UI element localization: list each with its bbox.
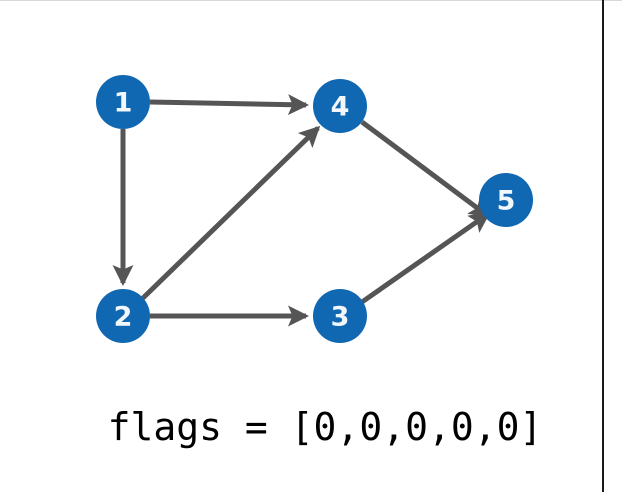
node-3[interactable]: 3	[313, 289, 367, 343]
edge-2-to-4	[141, 125, 321, 300]
node-3-label: 3	[331, 302, 350, 333]
node-1-circle[interactable]	[96, 75, 150, 129]
node-1[interactable]: 1	[96, 75, 150, 129]
node-2-label: 2	[114, 302, 133, 333]
node-2-circle[interactable]	[96, 289, 150, 343]
node-4-label: 4	[331, 92, 350, 123]
edge-4-to-5	[360, 119, 491, 219]
flags-caption: flags = [0,0,0,0,0]	[108, 405, 543, 449]
node-4-circle[interactable]	[313, 79, 367, 133]
node-4[interactable]: 4	[313, 79, 367, 133]
node-2[interactable]: 2	[96, 289, 150, 343]
node-5-label: 5	[497, 186, 516, 217]
node-1-label: 1	[114, 88, 133, 119]
node-3-circle[interactable]	[313, 289, 367, 343]
node-5-circle[interactable]	[479, 173, 533, 227]
edges-group	[112, 94, 491, 327]
edge-3-to-5	[360, 211, 491, 305]
frame-right-border	[602, 0, 604, 492]
edge-1-to-4	[149, 94, 309, 116]
frame-top-border	[0, 0, 622, 1]
node-5[interactable]: 5	[479, 173, 533, 227]
